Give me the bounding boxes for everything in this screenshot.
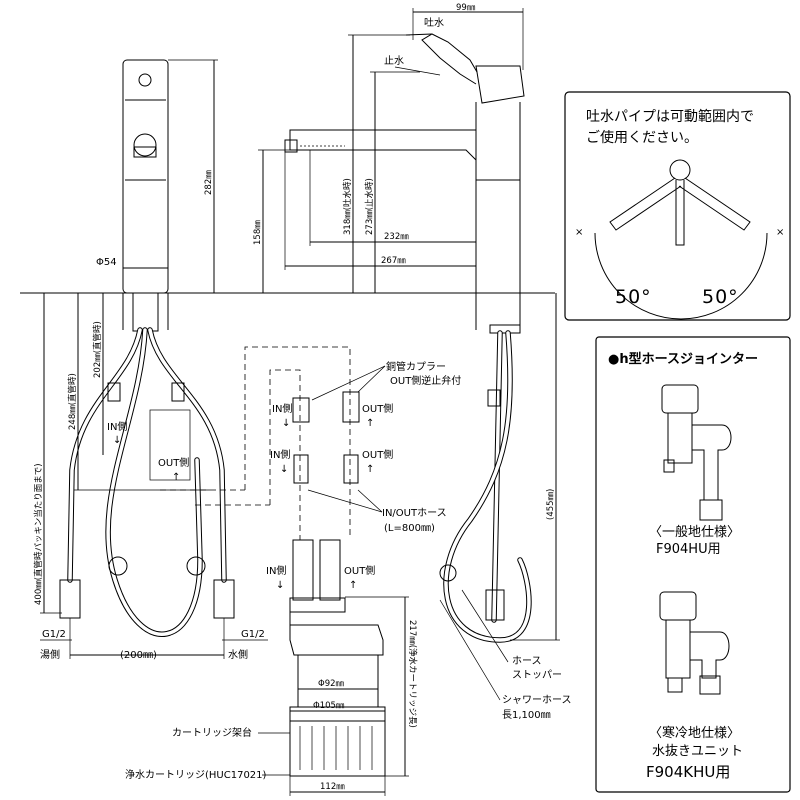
jointer-cold-label: 〈寒冷地仕様〉 [649,725,740,741]
dim-phi54-label: Φ54 [96,257,117,268]
in-label-b: IN側 [270,448,290,461]
out-label-c: OUT側 [344,564,375,577]
svg-text:↓: ↓ [113,435,121,446]
svg-text:↑: ↑ [366,418,374,429]
supply-hoses [59,327,235,637]
dim-112: 112㎜ [289,776,386,796]
svg-text:↓: ↓ [280,464,288,475]
g12-right-label: G1/2 [241,629,265,640]
jointer-panel: ●h型ホースジョインター 〈一般地仕様〉 F904HU用 〈寒冷地仕様〉 水抜き… [595,336,791,793]
angle-right: 50° [702,286,739,308]
dim-273: 273㎜(止水時) [364,71,420,293]
angle-left: 50° [615,286,652,308]
hose-stopper-label-2: ストッパー [512,669,562,681]
dim-99-label: 99㎜ [456,3,476,13]
inout-hose-label: IN/OUTホース [382,507,447,519]
jointer-cold-drawing [659,591,730,695]
cartridge-unit [289,539,386,777]
copper-couplers [292,391,360,484]
shower-hose-label: シャワーホース [502,694,572,706]
dim-112-label: 112㎜ [320,782,345,792]
left-in-label: IN側 [107,420,127,433]
svg-text:↓: ↓ [276,580,284,591]
dim-273-label: 273㎜(止水時) [364,178,375,235]
shower-hose [439,330,532,643]
dim-200: (200㎜) [69,618,225,661]
svg-text:↓: ↓ [282,418,290,429]
dim-455: (455㎜) [510,293,560,641]
pipe-right [678,177,751,231]
faucet-front-view [122,59,169,332]
inout-dashed-hoses [160,346,351,540]
hot-fitting [59,579,81,619]
spout-label: 吐水 [424,17,444,29]
dim-202: 202㎜(直管時) [92,293,104,455]
coupler-label: 銅管カプラー [386,360,446,373]
hose-length-label: (L=800㎜) [384,523,435,534]
dim-phi92-label: Φ92㎜ [318,679,345,689]
dim-99: 99㎜ [412,3,524,70]
dim-232-label: 232㎜ [384,232,409,242]
out-label-a: OUT側 [362,402,393,415]
dim-248-label: 248㎜(直管時) [67,373,78,430]
pipe-pivot [669,159,691,181]
check-valve-label: OUT側逆止弁付 [390,374,461,387]
rack-label: カートリッジ架台 [172,726,252,739]
dim-400-label: 400㎜(直管時パッキン当たり面まで) [33,463,44,605]
dim-202-label: 202㎜(直管時) [92,321,103,378]
svg-text:↑: ↑ [366,464,374,475]
cartridge-label: 浄水カートリッジ(HUC17021) [125,768,267,781]
dim-phi105: Φ105㎜ [290,701,385,712]
cold-fitting [213,579,235,619]
hose-stopper-label-1: ホース [512,655,542,667]
hot-side-label: 湯側 [40,648,60,661]
dim-232: 232㎜ [309,150,476,246]
pipe-center [675,180,685,246]
in-label-c: IN側 [266,564,286,577]
svg-text:↑: ↑ [172,472,180,483]
range-note-line1: 吐水パイプは可動範囲内で [586,108,754,125]
cold-side-label: 水側 [228,648,248,661]
dim-282: 282㎜ [168,59,218,293]
dim-400: 400㎜(直管時パッキン当たり面まで) [33,293,62,614]
jointer-std-model: F904HU用 [656,542,721,557]
jointer-cold-unit: 水抜きユニット [652,743,743,759]
dim-158: 158㎜ [253,149,290,293]
jointer-standard-drawing [661,384,732,521]
range-note-line2: ご使用ください。 [586,129,698,146]
dim-158-label: 158㎜ [253,220,263,245]
dim-248: 248㎜(直管時) [67,293,210,491]
stop-label: 止水 [384,55,404,67]
range-arc [594,232,768,320]
pipe-left [609,177,682,231]
dim-318: 318㎜(吐水時) [342,34,410,293]
dim-phi92: Φ92㎜ [298,679,378,690]
dim-217: 217㎜(浄水カートリッジ長) [345,596,418,777]
dim-455-label: (455㎜) [546,489,556,520]
dim-217-label: 217㎜(浄水カートリッジ長) [407,620,418,728]
dim-phi105-label: Φ105㎜ [313,701,345,711]
jointer-std-label: 〈一般地仕様〉 [649,524,740,540]
out-label-b: OUT側 [362,448,393,461]
svg-text:↑: ↑ [349,580,357,591]
g12-left-label: G1/2 [42,629,66,640]
jointer-title: ●h型ホースジョインター [608,351,758,367]
x-mark-left: × [575,227,583,238]
dim-267-label: 267㎜ [381,256,406,266]
dim-200-label: (200㎜) [120,650,157,661]
jointer-cold-model: F904KHU用 [646,763,730,781]
dim-phi54: Φ54 [96,257,168,269]
in-label-a: IN側 [272,402,292,415]
x-mark-right: × [776,227,784,238]
faucet-side-view [284,33,525,334]
dim-318-label: 318㎜(吐水時) [342,178,353,235]
dim-267: 267㎜ [284,150,476,270]
shower-length-label: 長1,100㎜ [502,709,551,721]
dim-282-label: 282㎜ [204,170,214,195]
movable-range-box: 吐水パイプは可動範囲内で ご使用ください。 × × 50° 50° [564,91,791,321]
left-out-label: OUT側 [158,456,189,469]
